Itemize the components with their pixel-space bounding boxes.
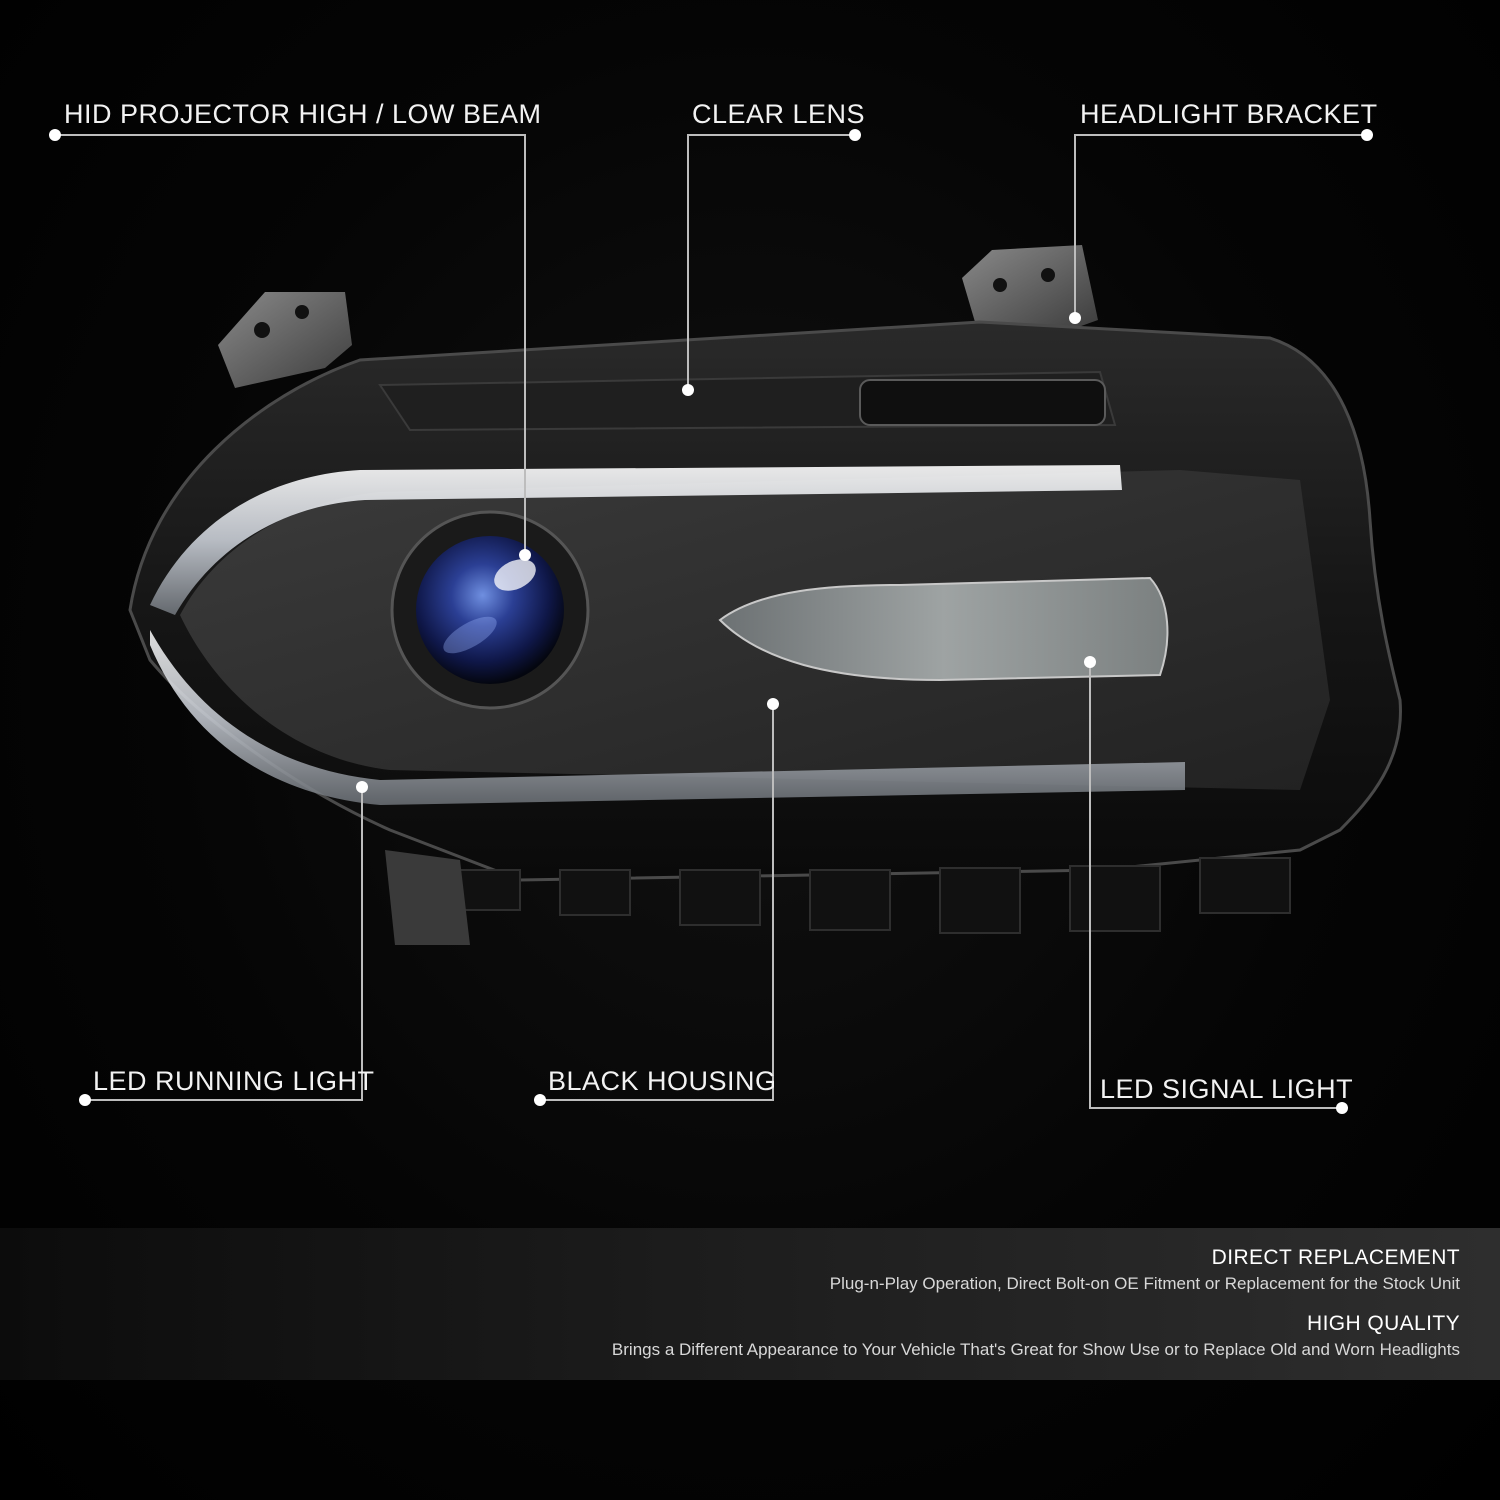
led-signal-light [718, 576, 1169, 682]
feature-title: HIGH QUALITY [1307, 1312, 1460, 1335]
headlight-bracket-right [962, 245, 1098, 330]
projector-lens-reflection [443, 616, 497, 654]
feature-high-quality: HIGH QUALITY Brings a Different Appearan… [612, 1312, 1460, 1360]
callout-clear-lens: CLEAR LENS [692, 99, 866, 129]
feature-info-band: DIRECT REPLACEMENT Plug-n-Play Operation… [0, 1228, 1500, 1380]
projector-lens [416, 536, 564, 684]
callout-led-signal-light: LED SIGNAL LIGHT [1100, 1074, 1354, 1104]
callout-leaders [55, 134, 1367, 1109]
upper-lens-trim [859, 379, 1106, 426]
lower-bracket [385, 850, 470, 945]
feature-title: DIRECT REPLACEMENT [1211, 1246, 1460, 1269]
headlight-bracket-left [218, 292, 352, 388]
led-running-light-upper [150, 465, 1122, 615]
feature-description: Brings a Different Appearance to Your Ve… [611, 1340, 1460, 1359]
callout-hid-projector: HID PROJECTOR HIGH / LOW BEAM [64, 99, 542, 129]
feature-description: Plug-n-Play Operation, Direct Bolt-on OE… [829, 1274, 1460, 1293]
housing-lower-fins [449, 857, 1291, 934]
led-running-light-lower [150, 630, 1185, 805]
projector-lens-glare [494, 559, 536, 591]
callout-headlight-bracket: HEADLIGHT BRACKET [1080, 99, 1378, 129]
callout-black-housing: BLACK HOUSING [548, 1066, 777, 1096]
callout-dots [49, 129, 1373, 1114]
feature-direct-replacement: DIRECT REPLACEMENT Plug-n-Play Operation… [830, 1246, 1460, 1294]
callout-led-running-light: LED RUNNING LIGHT [93, 1066, 375, 1096]
